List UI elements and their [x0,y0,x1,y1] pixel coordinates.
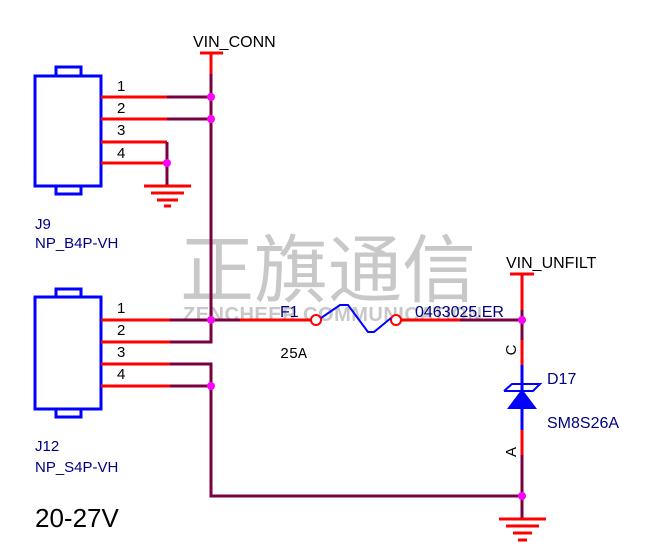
j12-pin-number: 4 [117,366,125,383]
ground-icon [144,184,191,208]
j12-part-number: NP_S4P-VH [35,459,118,476]
j9-pin-number: 3 [117,122,125,139]
junctions [163,93,526,500]
j9-part-number: NP_B4P-VH [35,235,118,252]
diode-part-number: SM8S26A [547,415,619,432]
watermark-chinese: 正旗通信 [180,229,476,312]
j12-pin-number: 2 [117,322,125,339]
junction-dot [207,115,215,123]
diode-designator: D17 [547,371,576,388]
diode-cathode-label: C [503,344,520,355]
fuse-designator: F1 [280,304,299,321]
junction-dot [518,492,526,500]
connector-j12[interactable] [33,287,103,419]
j9-pin-numbers: 1 2 3 4 [117,78,125,162]
junction-dot [518,316,526,324]
j12-pin-number: 1 [117,300,125,317]
junction-dot [207,316,215,324]
wire-j12-pin2 [170,320,213,344]
j9-pins [101,95,167,165]
fuse-part-number: 0463025.ER [415,304,504,321]
ground-icon [499,517,546,542]
junction-dot [207,93,215,101]
fuse-terminal-left [310,314,322,326]
fuse-element [320,304,392,333]
j9-pin-number: 1 [117,78,125,95]
fuse-f1[interactable] [310,304,402,333]
j12-designator: J12 [35,438,59,455]
diode-anode-label: A [503,447,520,457]
j9-bottom-tab [54,184,83,196]
j9-pin-number: 2 [117,100,125,117]
pin-stubs [209,53,524,455]
diode-triangle [507,389,537,409]
diode-d17[interactable] [503,365,543,430]
connector-j9[interactable] [33,65,103,196]
j9-pin-number: 4 [117,145,125,162]
fuse-terminal-right [390,314,402,326]
net-label-vin-conn: VIN_CONN [193,34,276,51]
net-label-vin-unfilt: VIN_UNFILT [506,255,597,272]
fuse-rating: 25A [280,346,307,363]
wire-j12-gnd-return [170,362,522,498]
junction-dot [163,159,171,167]
j12-body [33,295,103,411]
j9-designator: J9 [35,216,51,233]
junction-dot [207,382,215,390]
diode-cathode-bar [503,383,543,392]
j12-pins [101,318,170,388]
j12-pin-number: 3 [117,344,125,361]
j12-pin-numbers: 1 2 3 4 [117,300,125,383]
voltage-range-note: 20-27V [35,503,119,533]
j12-bottom-tab [54,407,83,419]
j9-body [33,74,103,188]
